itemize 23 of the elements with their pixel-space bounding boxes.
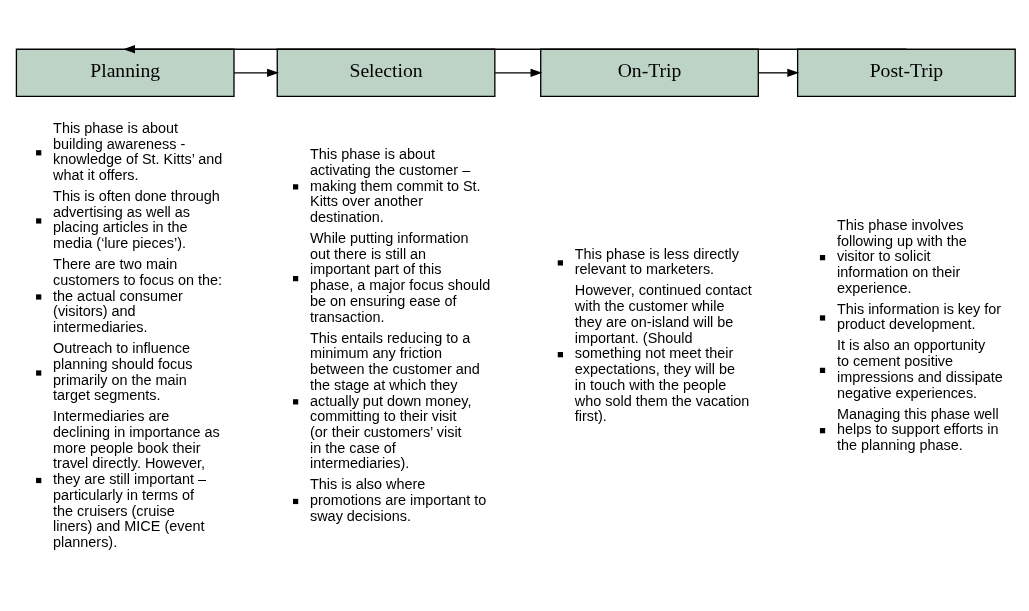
- node-label: This phase is about activating the customer – making them commit to St. Kitts over another destination.: [310, 146, 481, 225]
- arrow: [233, 68, 279, 77]
- node-box: Planning: [15, 48, 235, 98]
- node-label: This phase is about building awareness - knowledge of St. Kitts’ and what it offers.: [53, 119, 223, 184]
- node-label: This information is key for product development.: [836, 300, 1002, 333]
- node-label: This is also where promotions are important to sway decisions.: [310, 476, 487, 524]
- node-box: Post-Trip: [796, 48, 1016, 98]
- arrow: [757, 68, 800, 77]
- node-label: This is often done through advertising as well as placing articles in the media (‘lure pieces’).: [53, 188, 220, 252]
- arrow: [494, 68, 543, 77]
- node-label: Outreach to influence planning should focus primarily on the main target segments.: [53, 340, 193, 404]
- node-label: There are two main customers to focus on the: the actual consumer (visitors) and intermediaries.: [53, 256, 223, 336]
- node-label: Intermediaries are declining in importance as more people book their travel directly. However, they are still important – particularly in terms of the cruisers (cruise liners) and MICE (event planners).: [53, 408, 220, 551]
- node-label: While putting information out there is still an important part of this phase, a major focus should be on ensuring ease of transaction.: [310, 229, 491, 325]
- arrow: [123, 45, 908, 54]
- node-label: Managing this phase well helps to support efforts in the planning phase.: [836, 405, 999, 454]
- node-label: However, continued contact with the customer while they are on-island will be important. (Should something not meet their expectations, they will be in touch with the people who sold them the vacation first).: [574, 282, 752, 425]
- node-label: This phase is less directly relevant to marketers.: [574, 245, 739, 278]
- node-box: On-Trip: [540, 48, 759, 98]
- node-box: Selection: [276, 48, 496, 98]
- node-label: This entails reducing to a minimum any friction between the customer and the stage at which they actually put down money, committing to their visit (or their customers’ visit in the case of intermediaries).: [310, 329, 480, 472]
- node-label: This phase involves following up with the visitor to solicit information on their experience.: [836, 216, 967, 296]
- node-label: It is also an opportunity to cement positive impressions and dissipate negative experiences.: [836, 337, 1003, 401]
